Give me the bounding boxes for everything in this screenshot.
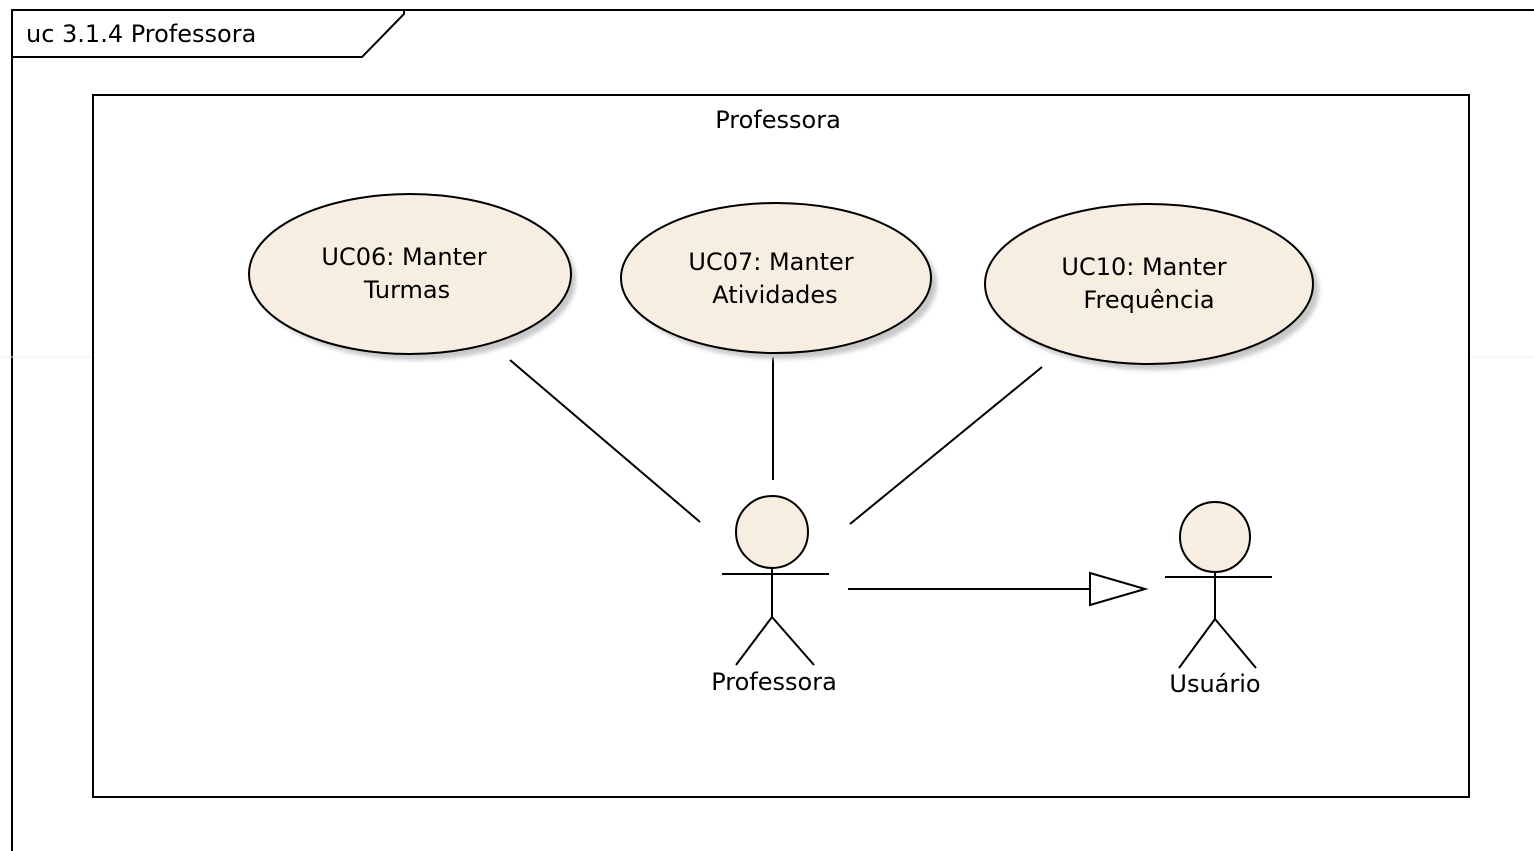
use-case-ellipse bbox=[248, 193, 572, 355]
actor-head bbox=[735, 495, 809, 569]
use-case-label: UC07: Manter bbox=[688, 248, 853, 276]
generalization-arrowhead bbox=[1089, 571, 1149, 607]
association-uc10[interactable] bbox=[849, 366, 1043, 525]
use-case-label: Turmas bbox=[363, 276, 450, 304]
actor-name: Usuário bbox=[1169, 670, 1260, 698]
system-boundary-title: Professora bbox=[715, 106, 841, 134]
use-case-label: Frequência bbox=[1083, 286, 1214, 314]
actor-usuario[interactable]: Usuário bbox=[1165, 501, 1272, 698]
use-case-label: UC10: Manter bbox=[1061, 253, 1226, 281]
actor-name: Professora bbox=[711, 668, 837, 696]
use-case-uc10[interactable]: UC10: Manter Frequência bbox=[984, 203, 1319, 370]
actor-head bbox=[1179, 501, 1251, 573]
use-case-label: UC06: Manter bbox=[321, 243, 486, 271]
use-case-uc06[interactable]: UC06: Manter Turmas bbox=[248, 193, 576, 360]
use-case-ellipse bbox=[620, 202, 932, 354]
use-case-label: Atividades bbox=[712, 281, 837, 309]
actor-leg-right bbox=[1214, 618, 1257, 669]
actor-leg-left bbox=[1178, 618, 1216, 669]
actor-professora[interactable]: Professora bbox=[711, 495, 837, 696]
use-case-ellipse bbox=[984, 203, 1314, 365]
frame-name-tab bbox=[11, 9, 405, 58]
actor-leg-right bbox=[771, 616, 815, 666]
use-case-uc07[interactable]: UC07: Manter Atividades bbox=[620, 202, 937, 359]
frame-title: uc 3.1.4 Professora bbox=[26, 20, 256, 48]
association-uc06[interactable] bbox=[509, 359, 701, 523]
actor-leg-left bbox=[735, 616, 773, 666]
